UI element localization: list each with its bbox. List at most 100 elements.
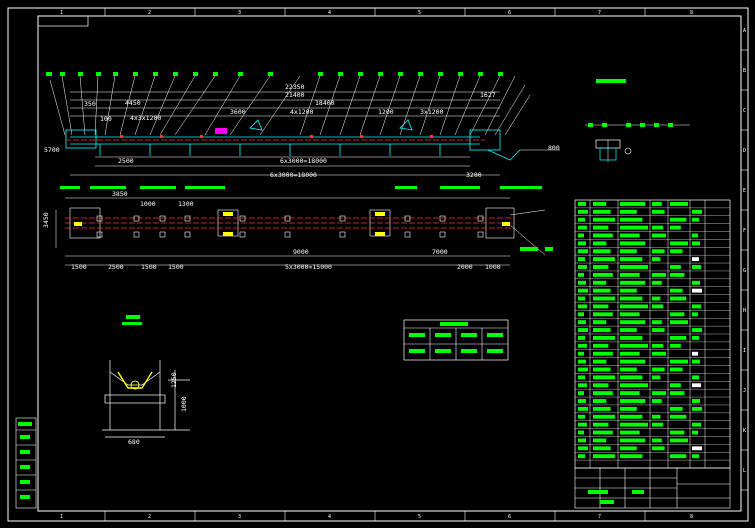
parts-cell-text	[578, 336, 585, 340]
parts-cell-text	[593, 367, 611, 372]
svg-text:1500: 1500	[71, 263, 87, 271]
parts-cell-text	[593, 336, 615, 340]
parts-cell-text	[593, 414, 615, 419]
conveyor-frame	[65, 119, 521, 161]
svg-text:3450: 3450	[42, 212, 50, 228]
parts-cell-text	[593, 241, 607, 246]
elevation-leaders	[49, 75, 531, 136]
parts-cell-text	[593, 217, 615, 222]
elevation-tags	[46, 72, 503, 76]
parts-cell-text	[578, 272, 584, 277]
parts-cell-text	[692, 257, 699, 262]
parts-cell-text	[652, 446, 665, 451]
parts-cell-text	[578, 438, 586, 443]
parts-cell-text	[652, 328, 665, 332]
svg-text:I: I	[743, 348, 746, 354]
elevation-dim-texts: 22350 21400 18400 4450 4x3x1200 3600 4x1…	[44, 83, 560, 179]
parts-cell-text	[593, 202, 607, 206]
svg-text:1000: 1000	[180, 396, 188, 412]
section-detail-top	[585, 79, 690, 162]
parts-cell-text	[652, 399, 662, 403]
parts-cell-text	[578, 225, 587, 230]
parts-cell-text	[593, 438, 607, 443]
parts-cell-text	[692, 359, 700, 364]
parts-cell-text	[593, 359, 607, 364]
parts-cell-text	[593, 454, 615, 459]
frame-row-labels: A B C D E F G H I J K L	[743, 28, 746, 474]
parts-cell-text	[652, 202, 662, 206]
svg-text:800: 800	[548, 144, 560, 152]
svg-text:2500: 2500	[108, 263, 124, 271]
svg-text:4x3x1200: 4x3x1200	[130, 114, 161, 122]
parts-cell-text	[692, 383, 701, 388]
title-block-text	[588, 490, 644, 504]
parts-cell-text	[620, 336, 643, 340]
svg-text:5: 5	[418, 514, 421, 520]
parts-cell-text	[652, 343, 664, 348]
parts-cell-text	[620, 312, 640, 317]
signature-strip	[15, 417, 37, 509]
parts-cell-text	[578, 249, 588, 254]
parts-cell-text	[578, 446, 588, 451]
parts-cell-text	[692, 209, 702, 214]
parts-cell-text	[578, 217, 585, 222]
parts-cell-text	[620, 241, 646, 246]
svg-text:3200: 3200	[466, 171, 482, 179]
parts-cell-text	[652, 296, 661, 301]
parts-cell-text	[692, 446, 702, 451]
svg-text:1000: 1000	[140, 200, 156, 208]
parts-cell-text	[578, 280, 586, 285]
svg-text:K: K	[743, 428, 746, 434]
svg-text:3x1200: 3x1200	[420, 108, 444, 116]
parts-cell-text	[620, 351, 640, 356]
parts-cell-text	[620, 367, 637, 372]
parts-cell-text	[620, 304, 648, 309]
parts-cell-text	[620, 399, 646, 403]
parts-cell-text	[620, 217, 643, 222]
parts-cell-text	[670, 430, 685, 435]
parts-cell-text	[692, 233, 698, 238]
svg-text:H: H	[743, 308, 746, 314]
parts-cell-text	[620, 391, 640, 396]
parts-cell-text	[692, 241, 700, 246]
parts-cell-text	[578, 391, 584, 396]
parts-cell-text	[652, 320, 662, 325]
parts-cell-text	[670, 296, 687, 301]
svg-text:L: L	[743, 468, 746, 474]
svg-text:5: 5	[418, 10, 421, 16]
svg-text:1500: 1500	[141, 263, 157, 271]
frame-col-labels-top: 1 2 3 4 5 6 7 8	[60, 10, 693, 16]
parts-cell-text	[670, 249, 683, 254]
elevation-dimension-lines	[70, 91, 500, 176]
cross-section-detail: 680 1250 1000	[102, 315, 190, 446]
parts-cell-text	[692, 312, 698, 317]
frame-col-labels-bottom: 1 2 3 4 5 6 7 8	[60, 514, 693, 520]
parts-cell-text	[620, 383, 648, 388]
parts-cell-text	[620, 296, 643, 301]
svg-text:5700: 5700	[44, 146, 60, 154]
parts-cell-text	[620, 328, 637, 332]
svg-text:18400: 18400	[315, 99, 335, 107]
parts-cell-text	[652, 257, 661, 262]
parts-cell-text	[670, 438, 688, 443]
parts-cell-text	[593, 257, 615, 262]
drive-motor	[215, 128, 227, 134]
svg-text:C: C	[743, 108, 746, 114]
parts-cell-text	[692, 288, 702, 293]
parts-cell-text	[620, 438, 646, 443]
parts-cell-text	[593, 446, 611, 451]
parts-cell-text	[652, 367, 665, 372]
parts-cell-text	[670, 406, 683, 411]
parts-cell-text	[593, 312, 613, 317]
parts-cell-text	[593, 288, 611, 293]
parts-cell-text	[593, 233, 613, 238]
parts-cell-text	[593, 351, 613, 356]
parts-cell-text	[670, 217, 687, 222]
parts-cell-text	[670, 320, 688, 325]
svg-text:3: 3	[238, 514, 241, 520]
parts-cell-text	[578, 328, 588, 332]
svg-text:B: B	[743, 68, 746, 74]
parts-cell-text	[620, 446, 637, 451]
svg-text:2500: 2500	[118, 157, 134, 165]
